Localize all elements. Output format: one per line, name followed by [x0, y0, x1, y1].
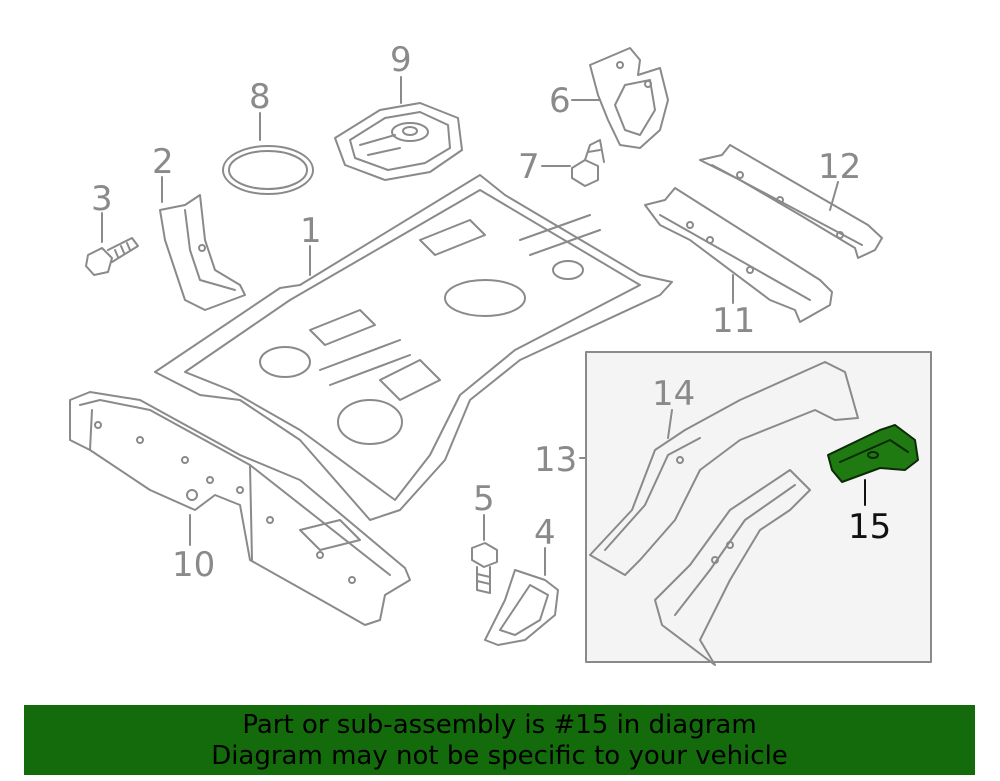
- banner-line-2: Diagram may not be specific to your vehi…: [211, 741, 788, 771]
- callout-11: 11: [712, 301, 756, 341]
- crossmember-part-12: [699, 144, 883, 259]
- bracket-part-2: [159, 194, 246, 311]
- callout-13: 13: [534, 440, 578, 480]
- callout-2: 2: [152, 142, 174, 182]
- side-rail-part-14: [589, 361, 859, 666]
- floor-pan-part-1: [154, 174, 673, 521]
- callout-10: 10: [172, 545, 216, 585]
- gasket-part-8: [222, 145, 314, 195]
- callout-9: 9: [390, 40, 412, 80]
- highlighted-part-15[interactable]: [827, 424, 919, 483]
- callout-5: 5: [473, 479, 495, 519]
- callout-15: 15: [848, 507, 892, 547]
- cover-part-9: [334, 102, 463, 181]
- callout-6: 6: [549, 81, 571, 121]
- bolt-part-7: [571, 139, 605, 187]
- bolt-part-5: [471, 542, 498, 594]
- bracket-part-6: [589, 47, 669, 149]
- callout-12: 12: [818, 147, 862, 187]
- callout-14: 14: [652, 374, 696, 414]
- callout-3: 3: [91, 179, 113, 219]
- bolt-part-3: [85, 237, 139, 276]
- crossmember-part-11: [644, 187, 833, 323]
- leader-lines: [101, 76, 866, 576]
- callout-7: 7: [518, 147, 540, 187]
- callout-1: 1: [300, 211, 322, 251]
- banner-line-1: Part or sub-assembly is #15 in diagram: [242, 710, 757, 740]
- parts-diagram: [69, 47, 932, 666]
- bracket-part-4: [484, 569, 559, 646]
- callout-4: 4: [534, 513, 556, 553]
- info-banner: Part or sub-assembly is #15 in diagram D…: [24, 705, 975, 775]
- callout-8: 8: [249, 77, 271, 117]
- rail-part-10: [69, 391, 411, 626]
